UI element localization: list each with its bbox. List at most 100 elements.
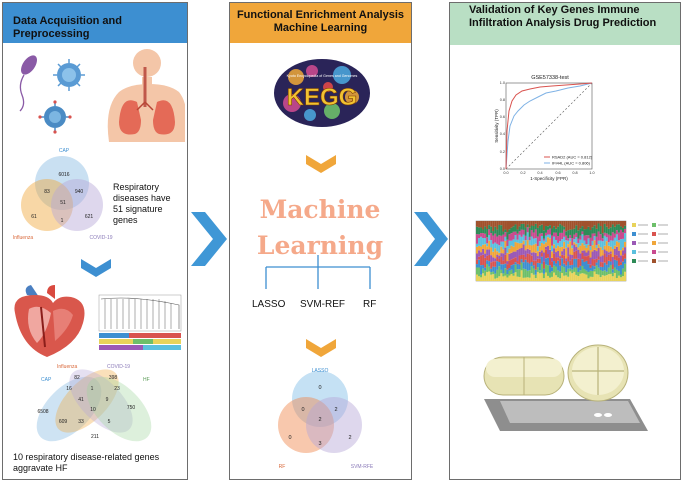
immune-bar-segment (563, 221, 566, 227)
immune-bar-segment (603, 270, 606, 276)
immune-bar-segment (593, 259, 596, 267)
immune-bar-segment (615, 230, 618, 235)
roc-ytick: 0.0 (500, 167, 505, 171)
immune-bar-segment (619, 226, 622, 230)
immune-bar-segment (548, 277, 552, 281)
immune-bar-segment (611, 224, 614, 233)
immune-bar-segment (512, 226, 515, 232)
immune-bar-segment (506, 274, 509, 278)
immune-bar-segment (514, 257, 517, 263)
immune-bar-segment (512, 258, 515, 265)
immune-bar-segment (601, 267, 604, 272)
immune-bar-segment (579, 259, 582, 266)
immune-bar-segment (516, 276, 519, 281)
immune-bar-segment (480, 255, 483, 266)
immune-bar-segment (577, 230, 580, 239)
immune-bar-segment (607, 260, 610, 268)
immune-bar-segment (619, 239, 622, 251)
immune-bar-segment (555, 263, 558, 267)
immune-bar-segment (508, 234, 511, 241)
immune-bar-segment (520, 255, 523, 260)
immune-bar-segment (579, 265, 582, 271)
immune-bar-segment (488, 266, 491, 272)
immune-bar-segment (522, 221, 525, 224)
immune-bar-segment (617, 271, 620, 276)
immune-bar-segment (476, 246, 479, 254)
immune-bar-segment (484, 267, 487, 271)
immune-bar-segment (605, 221, 608, 227)
immune-bar-segment (557, 251, 560, 258)
immune-bar-segment (569, 254, 572, 261)
immune-bar-segment (591, 265, 594, 271)
immune-bar-segment (589, 221, 592, 231)
immune-bar-segment (544, 246, 547, 250)
immune-bar-segment (492, 221, 495, 232)
immune-bar-segment (494, 221, 497, 227)
immune-bar-segment (524, 259, 527, 270)
immune-bar-segment (482, 268, 485, 274)
immune-bar-segment (544, 258, 547, 265)
immune-bar-segment (512, 251, 515, 259)
immune-bar-segment (514, 235, 517, 243)
immune-bar-segment (573, 242, 576, 245)
immune-bar-segment (577, 238, 580, 243)
immune-bar-segment (559, 258, 562, 266)
immune-bar-segment (623, 253, 627, 259)
immune-bar-segment (544, 242, 547, 247)
immune-bar-segment (593, 233, 596, 237)
immune-bar-segment (617, 257, 620, 266)
immune-bar-segment (569, 268, 572, 272)
immune-bar-segment (595, 244, 598, 248)
method-lasso: LASSO (252, 299, 286, 310)
immune-bar-segment (494, 226, 497, 234)
roc-xtick: 0.8 (572, 171, 577, 175)
heatmap-figure (98, 294, 182, 350)
venn-count: 0 (301, 407, 304, 413)
immune-bar-segment (605, 233, 608, 238)
immune-bar-segment (504, 247, 507, 255)
immune-bar-segment (571, 245, 574, 249)
immune-bar-segment (615, 269, 618, 278)
roc-ylabel: Sensitivity (TPR) (494, 109, 499, 143)
immune-bar-segment (619, 255, 622, 263)
immune-bar-segment (510, 233, 513, 241)
immune-bar-segment (599, 266, 602, 270)
immune-bar-segment (573, 228, 576, 235)
immune-bar-segment (536, 262, 539, 268)
roc-title: GSE57338-test (531, 75, 569, 81)
immune-bar-segment (514, 221, 517, 225)
immune-bar-segment (502, 276, 505, 281)
immune-bar-segment (571, 273, 574, 281)
immune-bar-segment (581, 259, 584, 266)
immune-bar-segment (605, 256, 608, 265)
immune-bar-segment (573, 234, 576, 240)
immune-bar-segment (532, 260, 535, 266)
immune-bar-segment (500, 225, 503, 236)
immune-bar-segment (607, 221, 610, 229)
immune-bar-segment (498, 266, 501, 277)
immune-bar-segment (494, 278, 497, 281)
immune-bar-segment (482, 244, 485, 249)
venn-label-lasso: LASSO (312, 368, 329, 374)
immune-bar-segment (587, 255, 590, 265)
immune-bar-segment (615, 255, 618, 261)
immune-bar-segment (484, 238, 487, 245)
immune-bar-segment (510, 240, 513, 246)
immune-bar-segment (528, 244, 531, 250)
immune-bar-segment (587, 272, 590, 279)
immune-bar-segment (506, 232, 509, 240)
immune-bar-segment (496, 229, 499, 237)
immune-bar-segment (565, 265, 568, 273)
immune-bar-segment (557, 270, 560, 278)
immune-bar-segment (557, 221, 560, 227)
immune-bar-segment (496, 261, 499, 270)
immune-bar-segment (536, 256, 539, 259)
immune-bar-segment (563, 267, 566, 276)
immune-bar-segment (571, 254, 574, 259)
immune-bar-segment (571, 264, 574, 270)
immune-bar-segment (595, 265, 598, 275)
immune-bar-segment (500, 253, 503, 257)
legend-swatch (632, 259, 636, 263)
immune-bar-segment (530, 266, 533, 274)
immune-bar-segment (603, 275, 606, 281)
